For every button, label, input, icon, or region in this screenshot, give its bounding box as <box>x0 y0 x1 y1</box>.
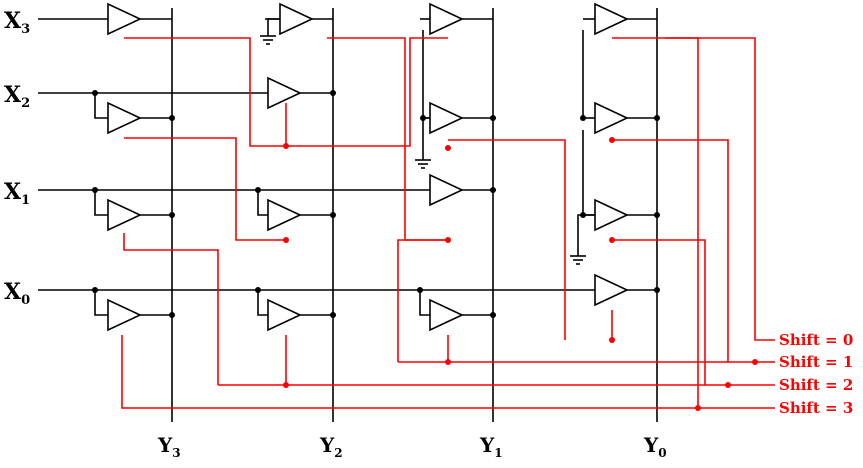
input-label-x0: X0 <box>4 279 30 308</box>
shift1-x2y3 <box>124 37 286 147</box>
shift2-wire <box>612 239 775 386</box>
branch-x1-y2 <box>257 190 268 216</box>
branch-x1-y3 <box>94 190 108 216</box>
shift-label-0: Shift = 0 <box>779 331 853 349</box>
shift1-wire <box>612 139 775 363</box>
shift-label-1: Shift = 1 <box>779 353 853 371</box>
branch-x2-y3 <box>94 93 108 119</box>
output-label-y0: Y0 <box>643 433 667 460</box>
gnd-wire-y0 <box>577 214 595 256</box>
buffer-triangle <box>594 198 629 232</box>
data-wires <box>38 8 658 422</box>
buffer-triangle <box>279 2 314 36</box>
ground-icon <box>415 159 431 169</box>
input-label-x3: X3 <box>4 8 30 37</box>
gnd-wire-y1 <box>422 117 430 160</box>
shift2-top <box>327 37 448 241</box>
buffer-triangle <box>267 76 302 110</box>
buffer-triangle <box>594 2 629 36</box>
tri-state-buffers <box>107 2 629 332</box>
buffer-triangle <box>267 298 302 332</box>
buffer-triangle <box>594 101 629 135</box>
buffer-triangle <box>107 298 142 332</box>
buffer-triangle <box>429 2 464 36</box>
shift3-top <box>665 37 699 408</box>
shift0-main <box>448 139 566 340</box>
buffer-triangle <box>267 198 302 232</box>
branch-x0-y2 <box>257 290 268 316</box>
output-label-y3: Y3 <box>157 433 181 460</box>
buffer-triangle <box>429 101 464 135</box>
branch-x0-y3 <box>94 290 108 316</box>
ground-icon <box>570 255 586 265</box>
shift1-x1y2 <box>124 137 286 241</box>
control-wires <box>121 37 775 409</box>
output-labels: Y3 Y2 Y1 Y0 <box>157 433 667 460</box>
input-labels: X3 X2 X1 X0 <box>4 8 30 308</box>
shift2-lower <box>123 233 219 385</box>
ground-icon <box>260 35 276 45</box>
input-label-x1: X1 <box>4 179 30 208</box>
shift3-wire <box>121 335 775 409</box>
shift-label-3: Shift = 3 <box>779 399 853 417</box>
buffer-triangle <box>429 173 464 207</box>
shift0-wire <box>612 37 775 341</box>
shift0-x2-y2 <box>285 37 448 147</box>
shift1-lower <box>397 239 448 362</box>
shift-labels: Shift = 0 Shift = 1 Shift = 2 Shift = 3 <box>779 331 853 417</box>
gnd-wire-y2-top <box>267 18 280 36</box>
output-label-y1: Y1 <box>479 433 503 460</box>
wire-junctions <box>92 90 660 318</box>
buffer-triangle <box>107 2 142 36</box>
buffer-triangle <box>429 298 464 332</box>
ground-symbols <box>260 35 586 265</box>
buffer-triangle <box>107 198 142 232</box>
buffer-triangle <box>594 273 629 307</box>
input-label-x2: X2 <box>4 82 30 111</box>
shift-label-2: Shift = 2 <box>779 376 853 394</box>
output-label-y2: Y2 <box>319 433 343 460</box>
buffer-triangle <box>107 101 142 135</box>
control-junctions <box>283 137 758 411</box>
branch-x0-y1 <box>419 290 430 316</box>
